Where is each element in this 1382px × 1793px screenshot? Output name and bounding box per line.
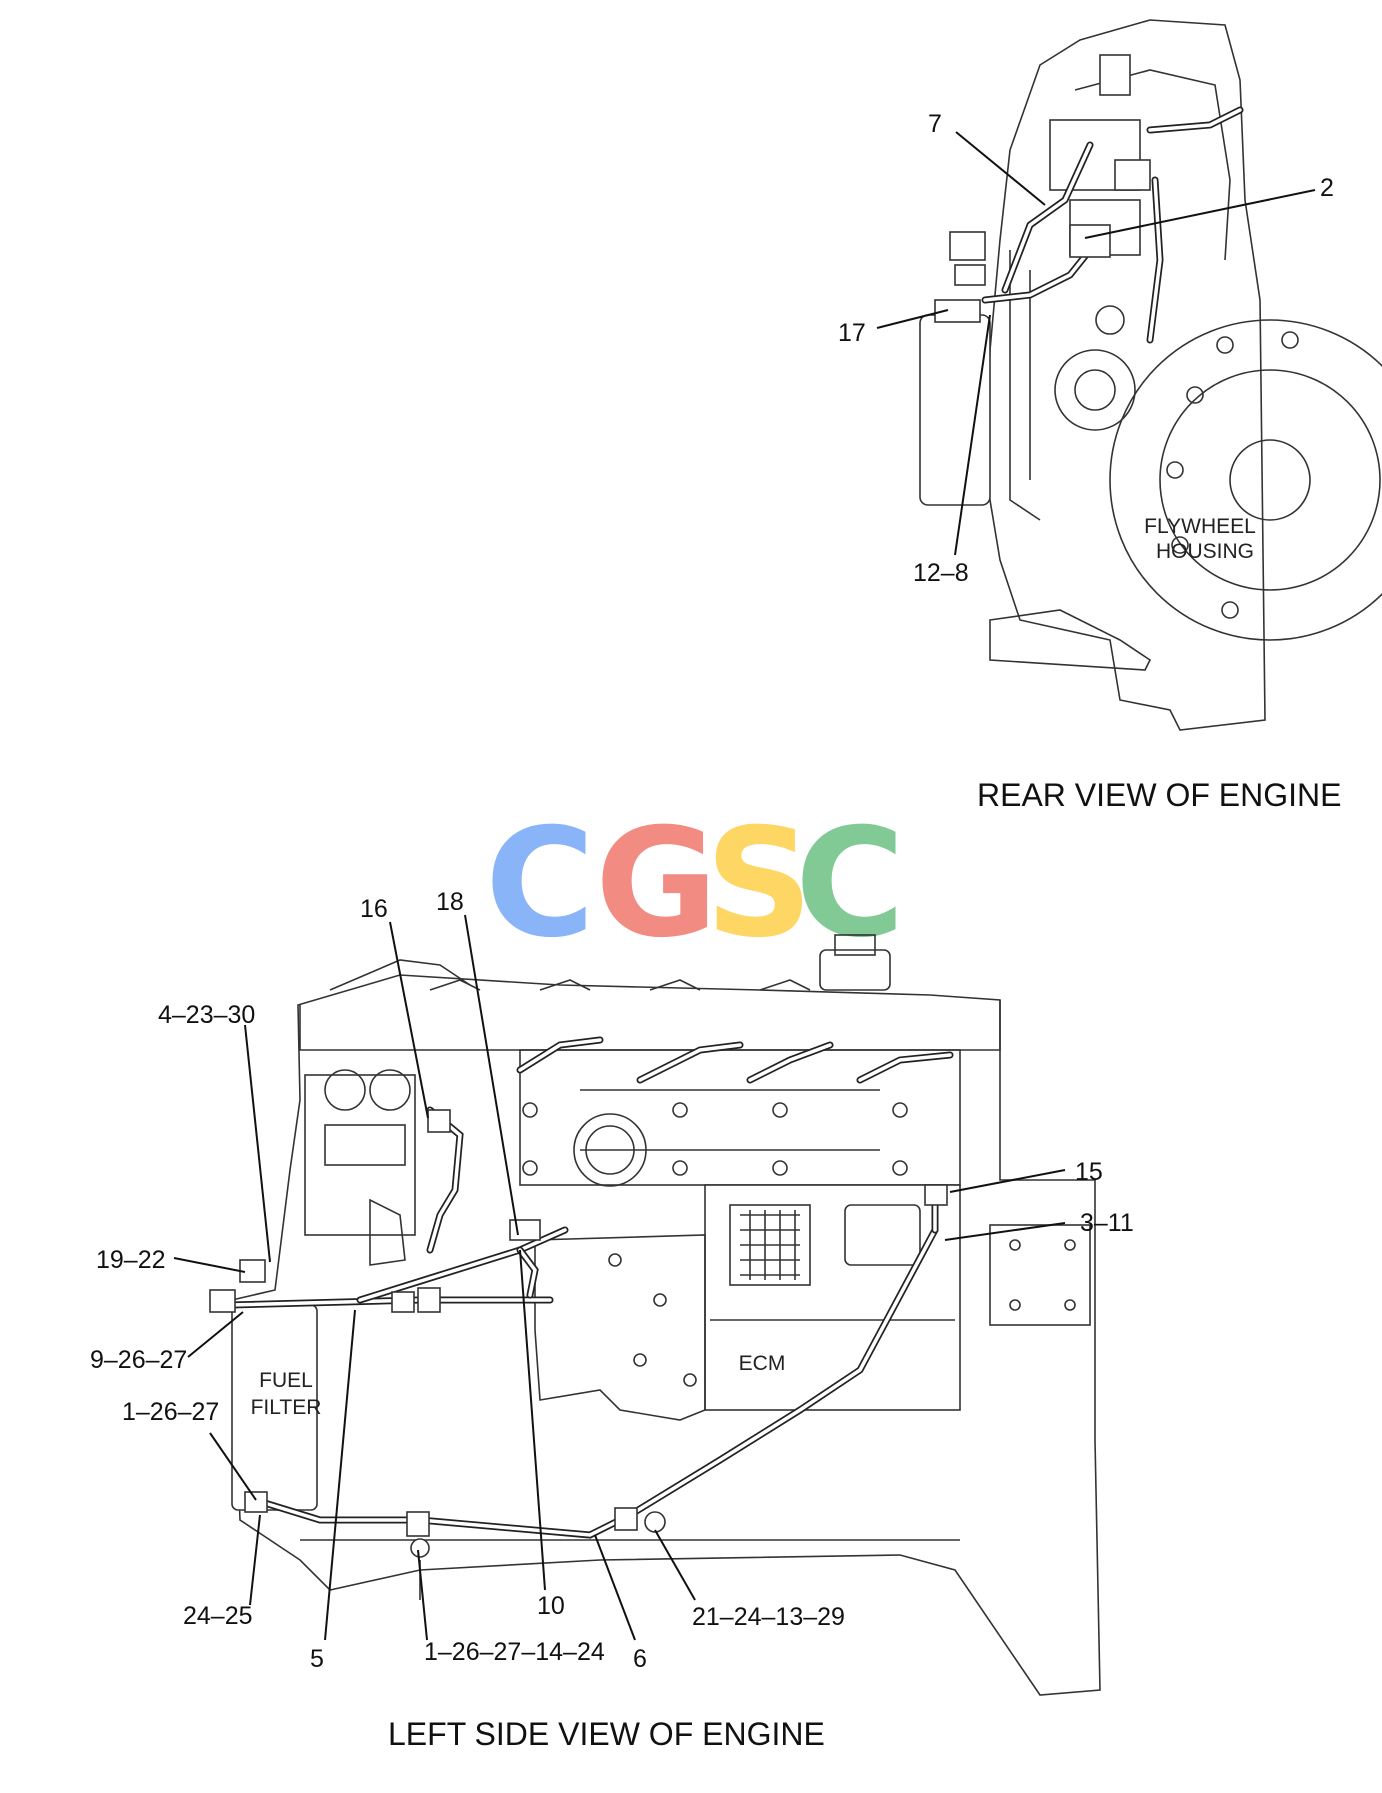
callout-4-23-30: 4–23–30 <box>158 1001 255 1029</box>
callout-17: 17 <box>838 319 866 347</box>
rear-view-title: REAR VIEW OF ENGINE <box>977 777 1341 813</box>
fuel-filter-label-2: FILTER <box>251 1396 322 1419</box>
callout-15: 15 <box>1075 1158 1103 1186</box>
callout-9-26-27: 9–26–27 <box>90 1346 187 1374</box>
fuel-filter-label-1: FUEL <box>259 1369 313 1392</box>
left-view-title: LEFT SIDE VIEW OF ENGINE <box>388 1716 825 1752</box>
callout-21-24-13-29: 21–24–13–29 <box>692 1603 845 1631</box>
rear-view-drawing <box>919 19 1382 731</box>
callout-16: 16 <box>360 895 388 923</box>
flywheel-housing-label-2: HOUSING <box>1156 540 1254 563</box>
callout-7: 7 <box>928 110 942 138</box>
ecm-label: ECM <box>739 1352 786 1375</box>
cgsc-watermark-logo: C G S C <box>485 797 905 971</box>
callout-19-22: 19–22 <box>96 1246 166 1274</box>
callout-6: 6 <box>633 1645 647 1673</box>
flywheel-housing-label-1: FLYWHEEL <box>1144 515 1256 538</box>
callout-10: 10 <box>537 1592 565 1620</box>
callout-1-26-27: 1–26–27 <box>122 1398 219 1426</box>
callout-12-8: 12–8 <box>913 559 969 587</box>
callout-5: 5 <box>310 1645 324 1673</box>
left-view-drawing <box>209 934 1101 1696</box>
callout-1-26-27-14-24: 1–26–27–14–24 <box>424 1638 605 1666</box>
callout-3-11: 3–11 <box>1080 1209 1134 1237</box>
callout-24-25: 24–25 <box>183 1602 253 1630</box>
rear-view-leaders <box>876 131 1316 556</box>
callout-2: 2 <box>1320 174 1334 202</box>
watermark-letter-s: S <box>705 797 813 971</box>
left-view-leaders <box>173 914 1066 1641</box>
watermark-letter-c1: C <box>485 797 595 971</box>
watermark-letter-c2: C <box>795 797 905 971</box>
watermark-letter-g: G <box>595 797 718 971</box>
callout-18: 18 <box>436 888 464 916</box>
